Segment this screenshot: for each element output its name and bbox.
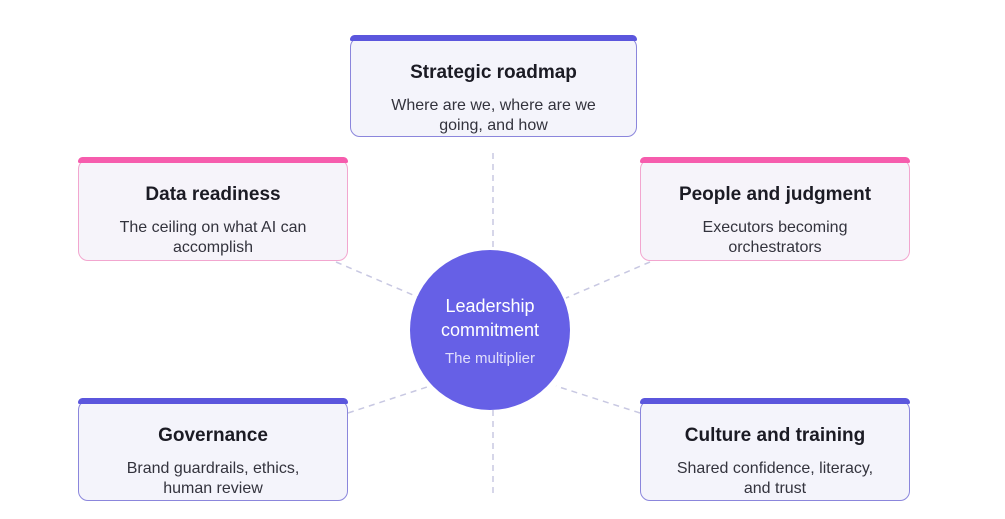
node-title: Strategic roadmap: [410, 62, 577, 83]
connector-people-and-judgment: [565, 261, 651, 299]
node-strategic-roadmap: Strategic roadmap Where are we, where ar…: [350, 35, 637, 137]
node-description: Executors becoming orchestrators: [702, 219, 848, 256]
node-governance: Governance Brand guardrails, ethics, hum…: [78, 398, 348, 501]
accent-bar: [350, 35, 637, 41]
accent-bar: [78, 157, 348, 163]
hub-subtitle: The multiplier: [444, 350, 536, 367]
connector-governance: [347, 385, 431, 414]
hub-title: Leadership commitment: [440, 296, 539, 340]
accent-bar: [78, 398, 348, 404]
hub-leadership-commitment: Leadership commitment The multiplier: [410, 250, 570, 410]
node-description: Where are we, where are we going, and ho…: [391, 97, 596, 134]
node-title: Culture and training: [684, 425, 866, 446]
accent-bar: [640, 398, 910, 404]
node-data-readiness: Data readiness The ceiling on what AI ca…: [78, 157, 348, 261]
node-title: People and judgment: [678, 184, 872, 205]
node-description: The ceiling on what AI can accomplish: [119, 219, 307, 256]
node-people-and-judgment: People and judgment Executors becoming o…: [640, 157, 910, 261]
connector-culture-and-training: [555, 385, 641, 414]
node-title: Governance: [158, 425, 268, 446]
node-culture-and-training: Culture and training Shared confidence, …: [640, 398, 910, 501]
node-title: Data readiness: [145, 184, 281, 205]
node-description: Shared confidence, literacy, and trust: [676, 460, 874, 497]
connector-data-readiness: [335, 261, 421, 299]
node-description: Brand guardrails, ethics, human review: [126, 460, 300, 497]
accent-bar: [640, 157, 910, 163]
